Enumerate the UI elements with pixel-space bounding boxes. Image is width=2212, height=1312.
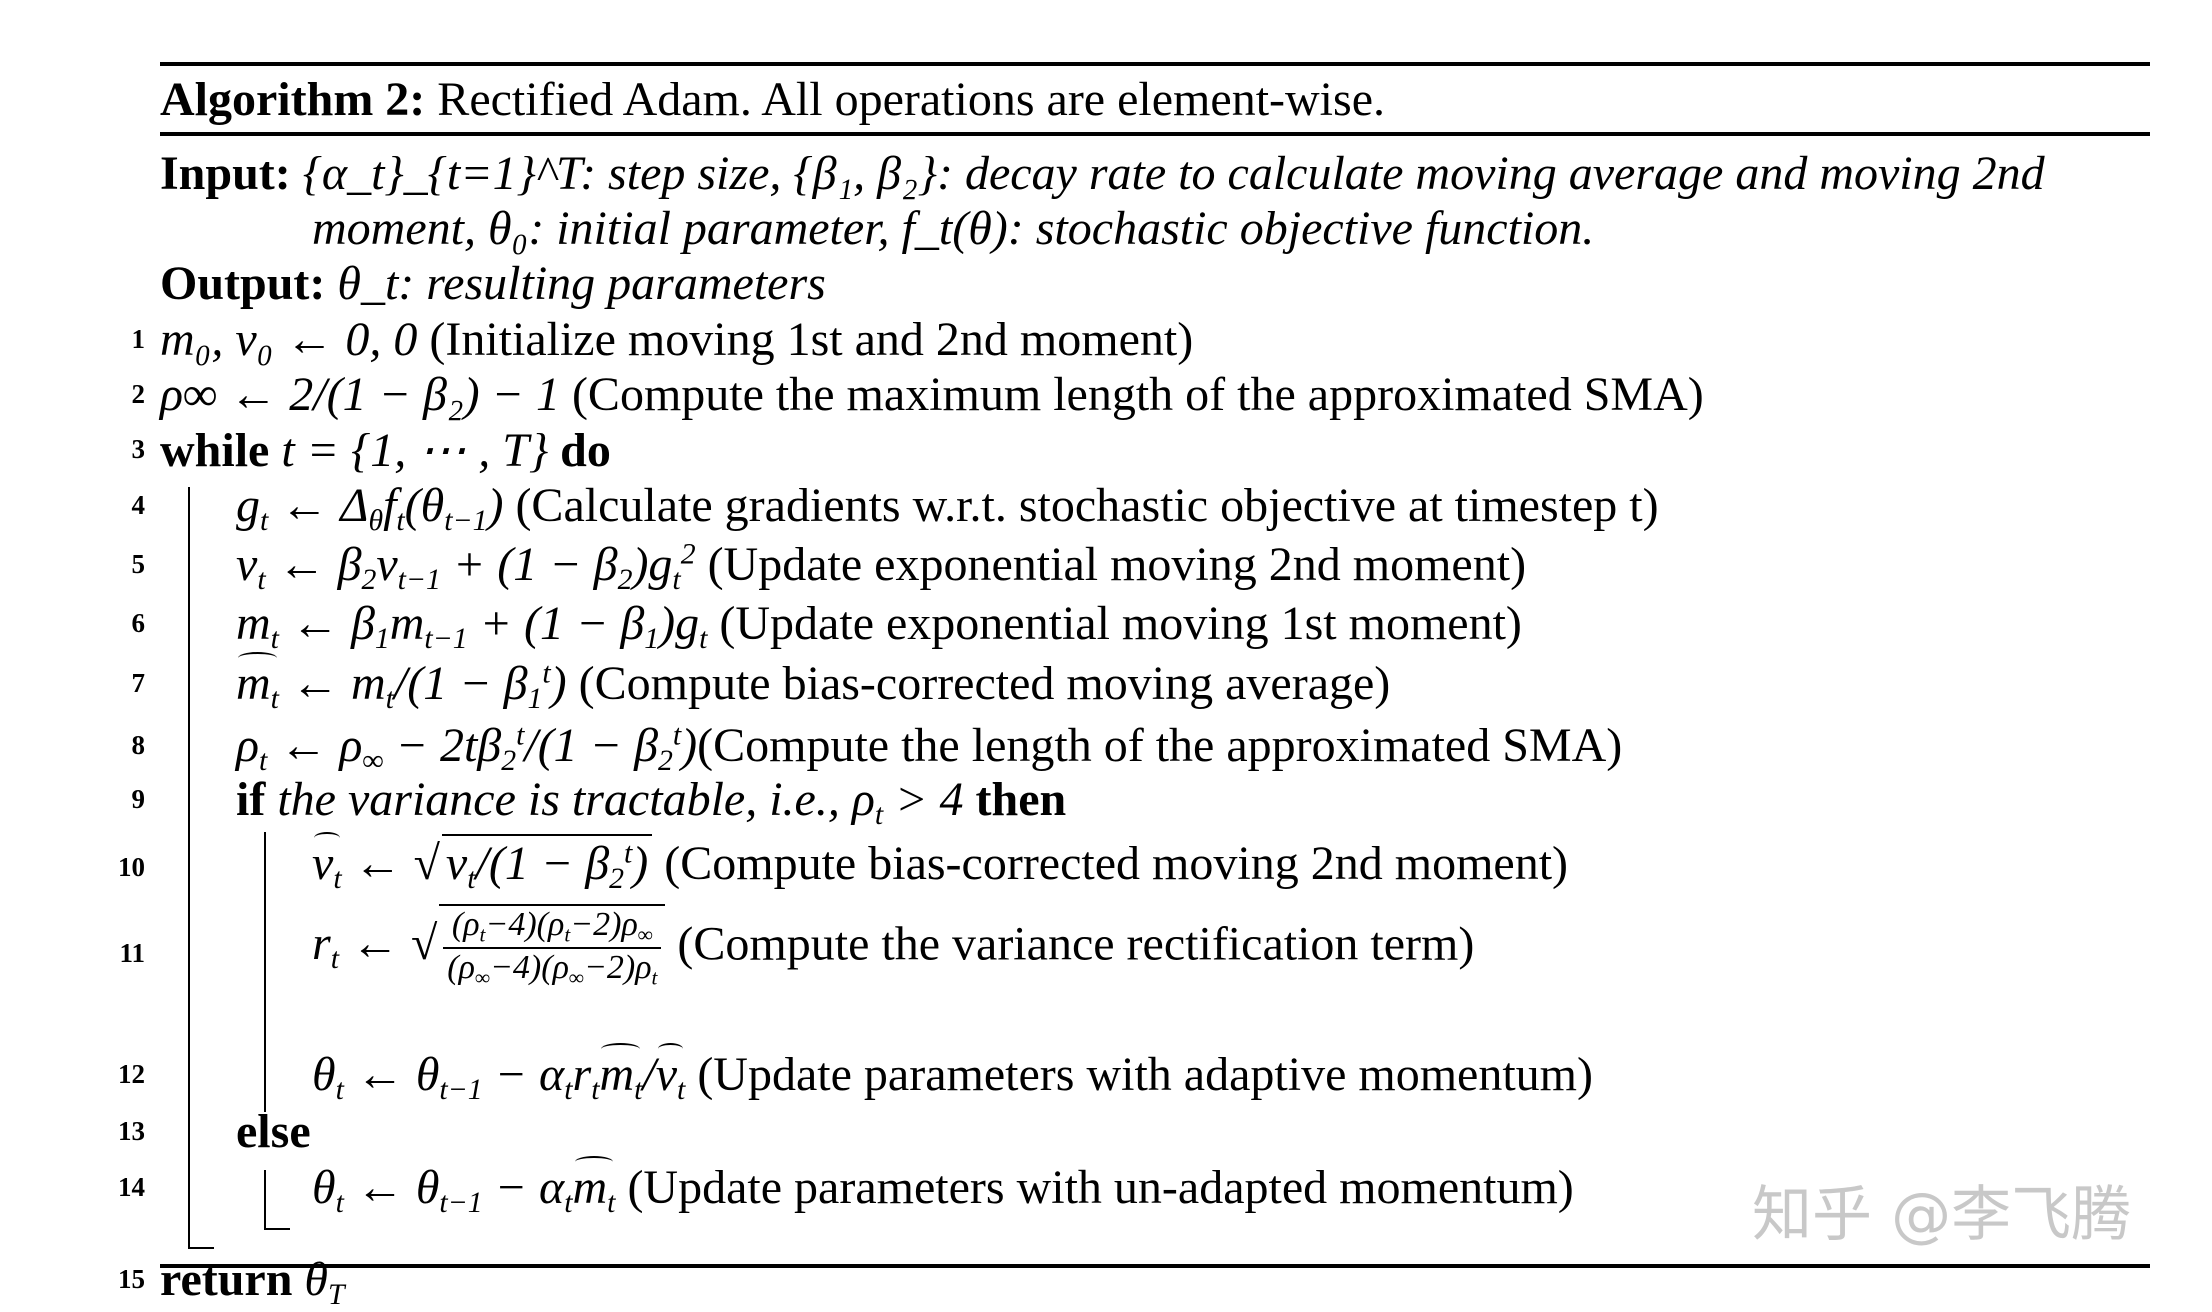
line-math: gt ← Δθft(θt−1): [236, 479, 504, 537]
hat-symbol: mt: [599, 1043, 643, 1106]
line-comment: (Update parameters with un-adapted momen…: [627, 1161, 1574, 1214]
line-number: 12: [118, 1059, 145, 1089]
algo-line-1: 1 m₀, v₀ ← 0, 0 (Initialize moving 1st a…: [132, 312, 1194, 367]
algo-line-4: 4 gt ← Δθft(θt−1) (Calculate gradients w…: [132, 478, 1659, 538]
watermark-text: 知乎 @李飞腾: [1752, 1180, 2132, 1250]
line-comment: (Compute the length of the approximated …: [697, 719, 1623, 772]
algo-line-7: 7 mt ← mt/(1 − β1t) (Compute bias-correc…: [132, 652, 1391, 716]
line-comment: (Update parameters with adaptive momentu…: [697, 1048, 1593, 1101]
line-number: 5: [131, 549, 146, 579]
else-block-end: [264, 1228, 290, 1230]
output-line: Output: θ_t: resulting parameters: [160, 256, 826, 311]
algo-line-10: 10 vt ← √vt/(1 − β2t) (Compute bias-corr…: [118, 832, 1569, 896]
algo-line-11: 11 rt ← √(ρt−4)(ρt−2)ρ∞(ρ∞−4)(ρ∞−2)ρt (C…: [119, 904, 1475, 991]
hat-symbol: vt: [655, 1043, 686, 1106]
algorithm-block: Algorithm 2: Rectified Adam. All operati…: [118, 62, 2150, 1311]
algo-line-8: 8 ρt ← ρ∞ − 2tβ2t/(1 − β2t)(Compute the …: [132, 718, 1623, 778]
line-math: θt ← θt−1 − αtrtmt/vt: [312, 1043, 686, 1106]
caption-rule: [160, 132, 2150, 136]
keyword-else: else: [236, 1105, 311, 1158]
line-number: 2: [131, 379, 146, 409]
input-line-2: moment, θ₀: initial parameter, f_t(θ): s…: [312, 201, 1594, 256]
algo-line-6: 6 mt ← β1mt−1 + (1 − β1)gt (Update expon…: [132, 596, 1522, 656]
hat-symbol: mt: [236, 652, 279, 715]
input-text-2: moment, θ₀: initial parameter, f_t(θ): s…: [312, 202, 1595, 255]
output-label: Output:: [160, 257, 326, 310]
line-comment: (Compute bias-corrected moving 2nd momen…: [664, 837, 1569, 890]
caption-text: Rectified Adam. All operations are eleme…: [437, 73, 1385, 126]
line-comment: (Compute the maximum length of the appro…: [571, 368, 1704, 421]
algo-line-12: 12 θt ← θt−1 − αtrtmt/vt (Update paramet…: [118, 1043, 1593, 1107]
input-line-1: Input: {α_t}_{t=1}^T: step size, {β₁, β₂…: [160, 146, 2045, 201]
algo-line-5: 5 vt ← β2vt−1 + (1 − β2)gt2 (Update expo…: [132, 537, 1527, 597]
algo-line-13: 13 else: [118, 1104, 311, 1159]
line-math: vt ← √vt/(1 − β2t): [312, 832, 653, 895]
line-number: 6: [131, 608, 146, 638]
bottom-rule: [160, 1264, 2150, 1268]
if-block-bar: [264, 832, 266, 1112]
line-number: 3: [131, 434, 146, 464]
line-comment: (Calculate gradients w.r.t. stochastic o…: [515, 479, 1659, 532]
hat-symbol: mt: [572, 1156, 616, 1219]
line-math: ρ∞ ← 2/(1 − β₂) − 1: [160, 368, 560, 421]
input-text-1: {α_t}_{t=1}^T: step size, {β₁, β₂}: deca…: [302, 147, 2045, 200]
line-math: mt ← β1mt−1 + (1 − β1)gt: [236, 597, 708, 655]
line-math: m₀, v₀ ← 0, 0: [160, 313, 418, 366]
algo-line-9: 9 if the variance is tractable, i.e., ρt…: [132, 772, 1067, 832]
keyword-if: if: [236, 773, 266, 826]
algo-line-15: 15 return θT: [118, 1252, 345, 1312]
line-math: rt ← √(ρt−4)(ρt−2)ρ∞(ρ∞−4)(ρ∞−2)ρt: [312, 904, 666, 990]
line-number: 8: [131, 730, 146, 760]
line-number: 7: [131, 668, 146, 698]
while-block-end: [188, 1247, 214, 1249]
algo-line-2: 2 ρ∞ ← 2/(1 − β₂) − 1 (Compute the maxim…: [132, 367, 1704, 422]
line-math: mt ← mt/(1 − β1t): [236, 652, 567, 715]
keyword-then: then: [975, 773, 1067, 826]
line-number: 14: [118, 1172, 145, 1202]
caption-label: Algorithm 2:: [160, 73, 426, 126]
if-condition: the variance is tractable, i.e., ρt > 4: [277, 773, 964, 831]
keyword-while: while: [160, 424, 270, 477]
line-math: θT: [304, 1253, 345, 1311]
line-comment: (Compute the variance rectification term…: [677, 917, 1475, 971]
while-block-bar: [188, 487, 190, 1247]
line-comment: (Compute bias-corrected moving average): [578, 657, 1391, 710]
keyword-do: do: [560, 424, 611, 477]
line-math: ρt ← ρ∞ − 2tβ2t/(1 − β2t): [236, 718, 698, 777]
line-math: θt ← θt−1 − αtmt: [312, 1156, 616, 1219]
algo-line-14: 14 θt ← θt−1 − αtmt (Update parameters w…: [118, 1156, 1574, 1220]
line-number: 13: [118, 1116, 145, 1146]
line-number: 4: [131, 490, 146, 520]
hat-symbol: vt: [312, 832, 342, 895]
line-number: 1: [131, 324, 146, 354]
line-math: t = {1, ⋯ , T}: [281, 424, 549, 477]
line-number: 10: [118, 852, 145, 882]
line-comment: (Update exponential moving 2nd moment): [707, 538, 1527, 591]
line-math: vt ← β2vt−1 + (1 − β2)gt2: [236, 537, 696, 596]
line-number: 15: [118, 1264, 145, 1294]
line-comment: (Initialize moving 1st and 2nd moment): [429, 313, 1194, 366]
keyword-return: return: [160, 1253, 293, 1306]
algo-line-3: 3 while t = {1, ⋯ , T} do: [132, 422, 611, 478]
top-rule: [160, 62, 2150, 66]
input-label: Input:: [160, 147, 291, 200]
output-text: θ_t: resulting parameters: [337, 257, 826, 310]
line-number: 9: [131, 784, 146, 814]
fraction: (ρt−4)(ρt−2)ρ∞(ρ∞−4)(ρ∞−2)ρt: [443, 906, 662, 991]
line-number: 11: [119, 938, 145, 968]
line-comment: (Update exponential moving 1st moment): [719, 597, 1522, 650]
else-block-bar: [264, 1170, 266, 1228]
algorithm-caption: Algorithm 2: Rectified Adam. All operati…: [160, 72, 1385, 127]
